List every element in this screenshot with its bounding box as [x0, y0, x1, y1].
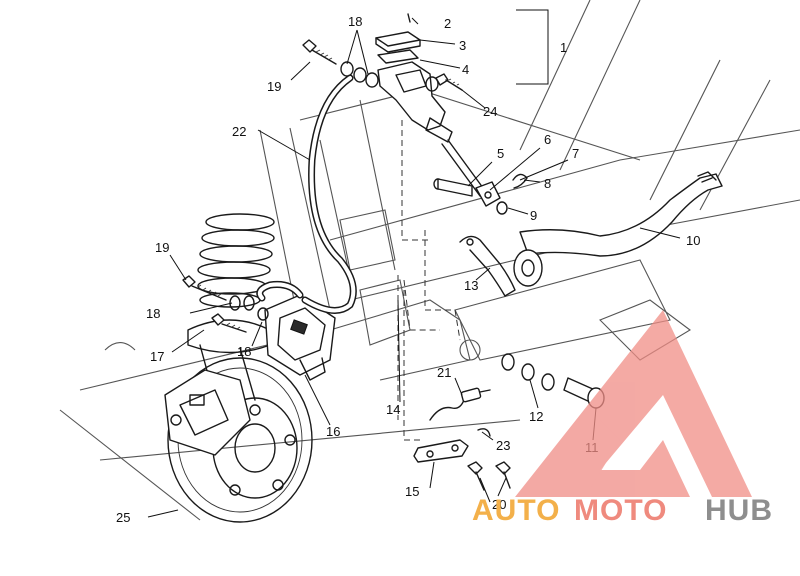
- assembly-lines: [397, 120, 461, 441]
- pedal-return-spring: [459, 235, 516, 297]
- watermark-wordmark: AUTO MOTO HUB: [472, 494, 773, 527]
- pedal-pivot-bolt: [501, 353, 605, 409]
- callouts: 1 2 3 4 24 5 6 7 8 9 10 11 12 13 14 15 1…: [116, 14, 700, 525]
- callout-6: 6: [544, 132, 551, 147]
- watermark-hub: HUB: [705, 494, 773, 527]
- watermark-logo: [515, 310, 752, 497]
- lower-banjo-bolts: [182, 275, 269, 333]
- bracket-screws: [467, 461, 511, 491]
- caliper-assembly: [264, 294, 336, 381]
- group-bracket: [516, 9, 549, 85]
- callout-25: 25: [116, 510, 130, 525]
- callout-10: 10: [686, 233, 700, 248]
- switch-bracket: [413, 428, 491, 463]
- callout-4: 4: [462, 62, 469, 77]
- callout-22: 22: [232, 124, 246, 139]
- callout-8: 8: [544, 176, 551, 191]
- leader-lines: [147, 17, 681, 518]
- callout-5: 5: [497, 146, 504, 161]
- clevis-pin: [433, 173, 528, 215]
- callout-7: 7: [572, 146, 579, 161]
- callout-3: 3: [459, 38, 466, 53]
- callout-20: 20: [492, 497, 506, 512]
- watermark-auto: AUTO: [472, 494, 560, 527]
- callout-19-left: 19: [155, 240, 169, 255]
- brake-disc: [167, 357, 313, 523]
- brake-hose: [256, 74, 357, 314]
- callout-2: 2: [444, 16, 451, 31]
- callout-13: 13: [464, 278, 478, 293]
- rear-master-cylinder: [375, 13, 501, 207]
- callout-19-top: 19: [267, 79, 281, 94]
- callout-12: 12: [529, 409, 543, 424]
- callout-14: 14: [386, 402, 400, 417]
- callout-23: 23: [496, 438, 510, 453]
- callout-18-top: 18: [348, 14, 362, 29]
- upper-banjo-bolt: [302, 39, 379, 88]
- callout-21: 21: [437, 365, 451, 380]
- brake-light-switch: [429, 387, 491, 421]
- watermark-moto: MOTO: [574, 494, 667, 527]
- front-caliper: [164, 369, 251, 456]
- callout-17: 17: [150, 349, 164, 364]
- callout-18-lower: 18: [237, 344, 251, 359]
- callout-16: 16: [326, 424, 340, 439]
- callout-15: 15: [405, 484, 419, 499]
- brake-pedal: [513, 171, 723, 287]
- callout-24: 24: [483, 104, 497, 119]
- callout-1: 1: [560, 40, 567, 55]
- callout-9: 9: [530, 208, 537, 223]
- triangle-logo-icon: [515, 310, 752, 497]
- callout-18-left: 18: [146, 306, 160, 321]
